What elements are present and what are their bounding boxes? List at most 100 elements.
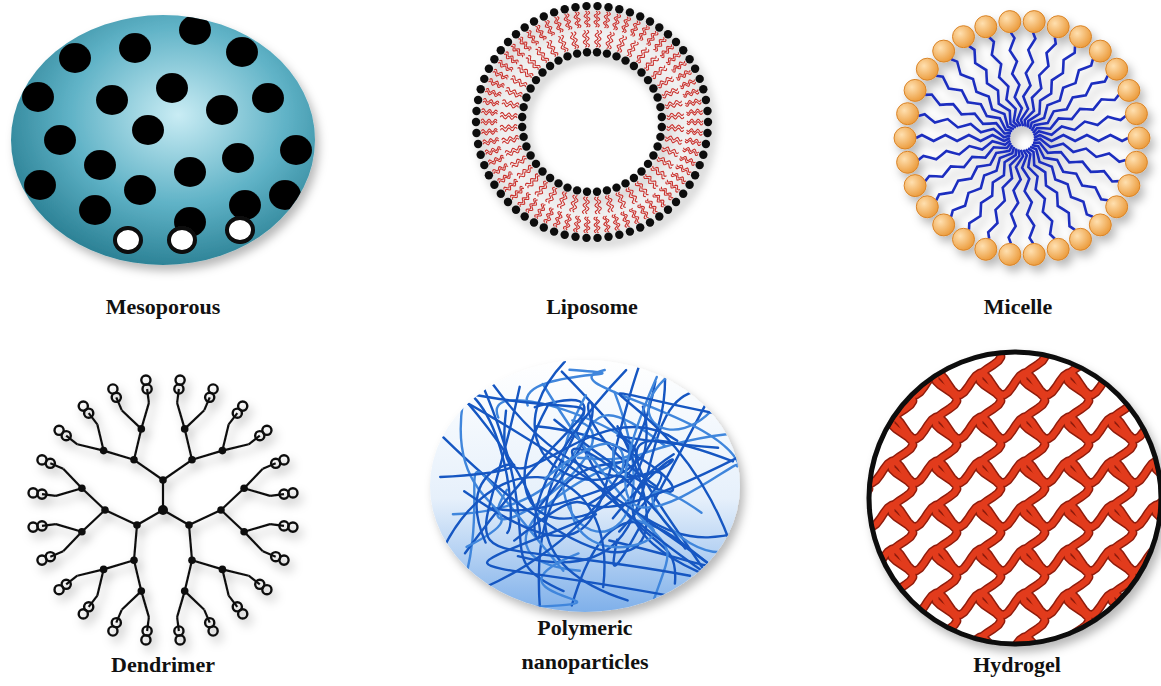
branch-point bbox=[219, 447, 227, 455]
branch-point bbox=[181, 425, 189, 433]
lipid-head bbox=[704, 118, 712, 126]
pore bbox=[84, 150, 116, 180]
lipid-head bbox=[561, 231, 569, 239]
hydrogel-outline bbox=[869, 352, 1161, 644]
crosslink-strand bbox=[979, 305, 1001, 685]
lipid-head bbox=[530, 17, 538, 25]
lipid-head bbox=[472, 118, 480, 126]
lipid-tail bbox=[671, 174, 684, 183]
lipid-head bbox=[655, 212, 663, 220]
lipid-tail bbox=[504, 54, 517, 64]
hydrogel-figure bbox=[820, 305, 1161, 685]
lipid-head bbox=[655, 23, 663, 31]
terminal-group bbox=[108, 626, 117, 635]
lipid-tail bbox=[646, 31, 656, 44]
crosslink-strand bbox=[847, 305, 869, 685]
pore bbox=[96, 85, 128, 115]
lipid-tail bbox=[528, 200, 538, 213]
surfactant-tail bbox=[1032, 76, 1108, 131]
lipid-head bbox=[679, 46, 687, 54]
lipid-head bbox=[530, 218, 538, 226]
dendrimer-bond bbox=[177, 389, 179, 403]
branch-point bbox=[78, 485, 86, 493]
lipid-head bbox=[703, 129, 711, 137]
lipid-tail bbox=[620, 36, 627, 52]
lipid-tail bbox=[483, 99, 499, 104]
lipid-tail bbox=[661, 187, 673, 198]
lipid-tail bbox=[666, 52, 679, 63]
lipid-head bbox=[485, 171, 493, 179]
lipid-tail bbox=[615, 15, 620, 31]
pore bbox=[132, 115, 164, 145]
dendrimer-bond bbox=[97, 424, 103, 450]
surfactant-head bbox=[1106, 196, 1128, 218]
lipid-tail bbox=[595, 30, 599, 47]
branch-point bbox=[133, 521, 141, 529]
terminal-group bbox=[37, 521, 46, 530]
lipid-tail bbox=[506, 88, 522, 95]
lipid-head bbox=[696, 75, 704, 83]
lipid-tail bbox=[687, 109, 703, 113]
lipid-tail bbox=[512, 76, 527, 85]
lipid-tail bbox=[567, 14, 572, 30]
surfactant-tail bbox=[918, 141, 1010, 161]
lipid-head bbox=[653, 142, 661, 150]
lipid-head bbox=[672, 198, 680, 206]
lipid-tail bbox=[606, 12, 610, 28]
lipid-head bbox=[554, 179, 562, 187]
surfactant-tail bbox=[1034, 116, 1126, 136]
terminal-group bbox=[28, 488, 37, 497]
lipid-head bbox=[649, 151, 657, 159]
lipid-tail bbox=[687, 129, 703, 133]
lipid-tail bbox=[526, 199, 536, 212]
open-pore bbox=[115, 228, 141, 252]
dendrimer-bond bbox=[222, 444, 248, 450]
terminal-group bbox=[238, 402, 247, 411]
dendrimer-bond bbox=[222, 424, 228, 450]
lipid-tail bbox=[624, 18, 630, 33]
lipid-tail bbox=[666, 182, 679, 193]
lipid-tail bbox=[519, 65, 532, 76]
pore bbox=[269, 180, 301, 210]
lipid-tail bbox=[677, 72, 691, 80]
dendrimer-bond bbox=[63, 469, 82, 489]
lipid-head bbox=[504, 38, 512, 46]
crosslink-strand bbox=[1111, 305, 1133, 685]
lipid-head bbox=[554, 56, 562, 64]
lipid-tail bbox=[538, 25, 547, 39]
crosslink-strand bbox=[1111, 305, 1133, 685]
lipid-tail bbox=[606, 196, 611, 213]
lipid-tail bbox=[518, 39, 529, 51]
lipid-head bbox=[477, 85, 485, 93]
lipid-tail bbox=[577, 12, 581, 28]
branch-point bbox=[130, 456, 138, 464]
lipid-tail bbox=[564, 214, 569, 230]
lipid-head bbox=[583, 188, 591, 196]
lipid-tail bbox=[506, 52, 518, 63]
dendrimer-bond bbox=[147, 389, 149, 403]
lipid-head bbox=[603, 49, 611, 57]
lipid-tail bbox=[574, 32, 579, 49]
polymer-strand bbox=[820, 329, 1161, 351]
lipid-tail bbox=[613, 14, 618, 30]
carrier-label: Liposome bbox=[472, 290, 712, 324]
branch-point bbox=[240, 528, 248, 536]
dendrimer-bond bbox=[42, 494, 56, 496]
lipid-tail bbox=[681, 82, 696, 89]
lipid-tail bbox=[667, 128, 684, 132]
dendrimer-bond bbox=[185, 410, 205, 429]
dendrimer-bond bbox=[56, 524, 82, 532]
lipid-head bbox=[685, 181, 693, 189]
lipid-tail bbox=[653, 195, 664, 207]
lipid-head bbox=[593, 48, 601, 56]
pore bbox=[24, 170, 56, 200]
dendrimer-bond bbox=[82, 510, 105, 532]
lipid-head bbox=[691, 171, 699, 179]
lipid-tail bbox=[665, 139, 682, 144]
dendrimer-bond bbox=[104, 451, 134, 460]
terminal-group bbox=[28, 523, 37, 532]
terminal-group bbox=[37, 556, 46, 565]
lipid-head bbox=[664, 206, 672, 214]
lipid-tail bbox=[594, 217, 597, 233]
lipid-head bbox=[604, 233, 612, 241]
